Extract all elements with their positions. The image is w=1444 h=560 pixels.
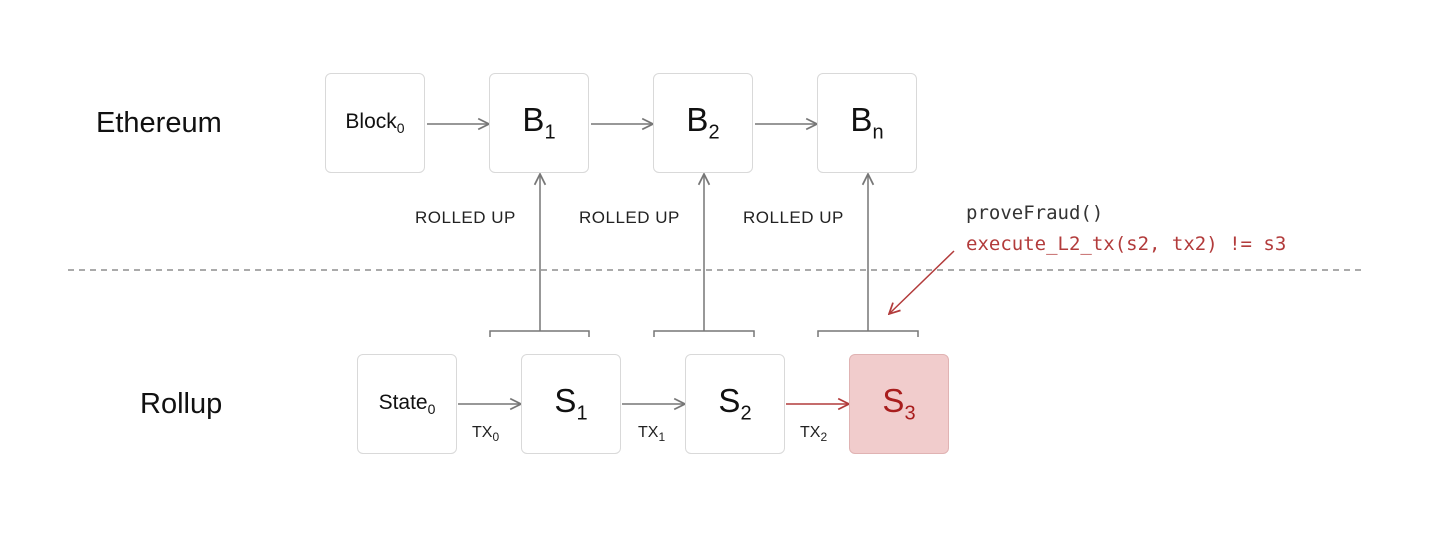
state-2-label: S2 xyxy=(718,382,752,425)
rollup-bracket-2 xyxy=(653,330,755,337)
tx-0-label: TX0 xyxy=(472,424,500,445)
block-2-label: B2 xyxy=(686,101,720,144)
prove-fraud-call: proveFraud() xyxy=(966,202,1104,224)
block-0-label: Block0 xyxy=(345,109,405,137)
rollup-bracket-3 xyxy=(817,330,919,337)
block-1-label: B1 xyxy=(522,101,556,144)
state-0: State0 xyxy=(357,354,457,454)
tx-2-label: TX2 xyxy=(800,424,828,445)
fraud-condition: execute_L2_tx(s2, tx2) != s3 xyxy=(966,233,1287,255)
block-n-label: Bn xyxy=(850,101,884,144)
state-1: S1 xyxy=(521,354,621,454)
rolled-up-label-3: ROLLED UP xyxy=(743,208,844,227)
rolled-up-label-2: ROLLED UP xyxy=(579,208,680,227)
fraud-pointer-arrow xyxy=(889,250,955,314)
rollup-bracket-1 xyxy=(489,330,590,337)
block-0: Block0 xyxy=(325,73,425,173)
rollup-row-label: Rollup xyxy=(140,388,223,420)
block-2: B2 xyxy=(653,73,753,173)
state-0-label: State0 xyxy=(378,390,436,418)
state-1-label: S1 xyxy=(554,382,588,425)
block-1: B1 xyxy=(489,73,589,173)
tx-1-label: TX1 xyxy=(638,424,666,445)
state-2: S2 xyxy=(685,354,785,454)
state-3-label: S3 xyxy=(882,382,916,425)
block-n: Bn xyxy=(817,73,917,173)
state-3-fraudulent: S3 xyxy=(849,354,949,454)
rolled-up-label-1: ROLLED UP xyxy=(415,208,516,227)
ethereum-row-label: Ethereum xyxy=(96,107,222,139)
